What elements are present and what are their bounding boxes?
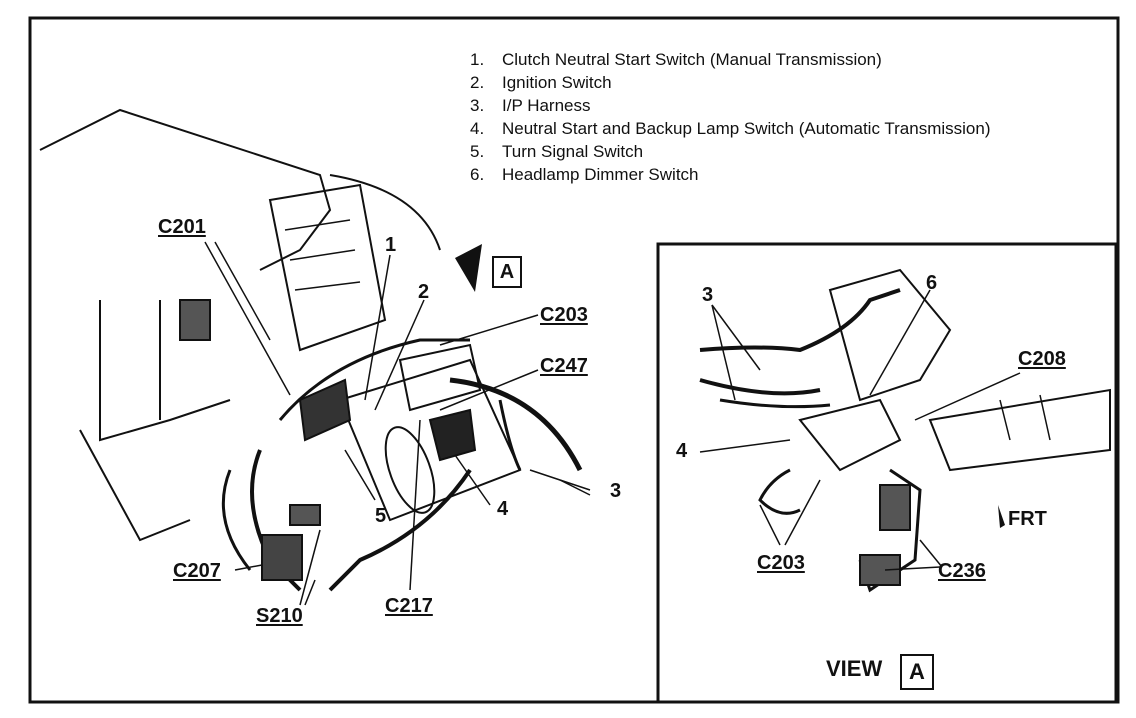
view-a-sketch bbox=[699, 268, 1111, 593]
legend-item: 1.Clutch Neutral Start Switch (Manual Tr… bbox=[470, 50, 882, 69]
callout-2: 2 bbox=[418, 281, 430, 303]
view-a-arrow-icon bbox=[455, 244, 482, 292]
frt-arrow-icon bbox=[998, 505, 1005, 528]
view-a-frame bbox=[656, 242, 1118, 704]
legend-item: 3.I/P Harness bbox=[470, 96, 591, 115]
view-a-callout-4: 4 bbox=[676, 440, 688, 462]
legend-item: 5.Turn Signal Switch bbox=[470, 142, 644, 161]
c217-label: C217 bbox=[385, 595, 433, 617]
callout-1: 1 bbox=[385, 234, 397, 256]
c207-label: C207 bbox=[173, 560, 221, 582]
main-view-sketch bbox=[39, 108, 583, 592]
c203-label: C203 bbox=[540, 304, 588, 326]
c236-label: C236 bbox=[938, 560, 986, 582]
callout-3: 3 bbox=[610, 480, 622, 502]
view-a-callout-6: 6 bbox=[926, 272, 938, 294]
frt-label: FRT bbox=[1008, 508, 1047, 530]
view-a-c203-label: C203 bbox=[757, 552, 805, 574]
view-a-title-box: A bbox=[900, 654, 934, 690]
view-a-title: VIEW bbox=[826, 656, 883, 681]
callout-5: 5 bbox=[375, 505, 387, 527]
s210-label: S210 bbox=[256, 605, 303, 627]
legend-item: 4.Neutral Start and Backup Lamp Switch (… bbox=[470, 119, 991, 138]
view-a-marker: A bbox=[492, 256, 522, 288]
legend-item: 2.Ignition Switch bbox=[470, 73, 612, 92]
c208-label: C208 bbox=[1018, 348, 1066, 370]
c201-label: C201 bbox=[158, 216, 206, 238]
legend: 1.Clutch Neutral Start Switch (Manual Tr… bbox=[470, 48, 990, 186]
legend-item: 6.Headlamp Dimmer Switch bbox=[470, 165, 699, 184]
callout-4: 4 bbox=[497, 498, 509, 520]
c247-label: C247 bbox=[540, 355, 588, 377]
outer-frame bbox=[28, 16, 1120, 704]
view-a-callout-3: 3 bbox=[702, 284, 714, 306]
view-a-leaders bbox=[699, 289, 1021, 571]
main-view-leaders bbox=[204, 241, 591, 606]
